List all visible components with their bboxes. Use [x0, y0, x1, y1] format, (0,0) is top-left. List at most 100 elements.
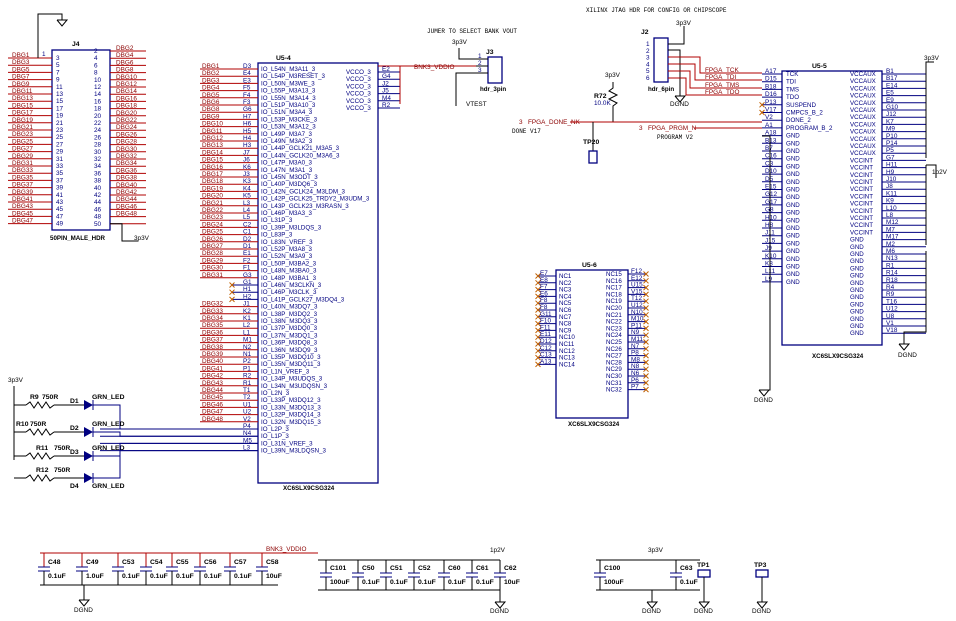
no-connect-mark: [643, 318, 649, 325]
u54-pin-ball: J1: [243, 301, 250, 308]
j4-left-net: DBG27: [12, 146, 33, 153]
u54-pin-net: DBG26: [202, 236, 223, 243]
u54-pin-name: IO_L54P_M3RESET_3: [261, 73, 326, 80]
u56-left-name: NC10: [559, 334, 575, 341]
u54-pin-ball: T1: [243, 387, 251, 394]
u54-pin-net: DBG40: [202, 358, 223, 365]
tdi-wire: [668, 63, 762, 81]
u56-left-ball: F8: [540, 297, 548, 304]
no-connect-mark: [643, 332, 649, 339]
u54-pin-net: DBG19: [202, 185, 223, 192]
u56-left-ball: C13: [540, 352, 552, 359]
u56-left-name: NC1: [559, 273, 572, 280]
u54-pin-ball: H7: [243, 113, 252, 120]
cap-value: 10uF: [266, 573, 282, 580]
u56-right-ball: P8: [631, 350, 639, 357]
u55-left-name: GND: [786, 148, 800, 155]
gnd-symbol: [494, 601, 507, 609]
jtag-header-note: XILINX JTAG HDR FOR CONFIG OR CHIPSCOPE: [586, 7, 727, 14]
u54-pin-ball: F5: [243, 85, 251, 92]
done-label: FPGA_DONE_NK: [528, 119, 581, 126]
u54-pin-ball: N4: [243, 430, 252, 437]
u54-pin-ball: E3: [243, 77, 251, 84]
led-to-fpga-wire: [93, 442, 258, 457]
u54-pin-net: DBG5: [202, 92, 220, 99]
tp3-body: [755, 569, 769, 578]
j4-left-pin: 31: [56, 156, 64, 163]
no-connect-mark: [643, 305, 649, 311]
u55-left-name: GND: [786, 225, 800, 232]
j3-3p3v: 3p3V: [452, 39, 468, 46]
u54-pin-ball: L1: [243, 329, 251, 336]
u54-pin-name: IO_L40N_M3DQ7_3: [261, 304, 318, 311]
no-connect-mark: [535, 273, 541, 279]
j4-left-net: DBG19: [12, 117, 33, 124]
no-connect-mark: [535, 361, 541, 368]
u55-left-ball: A18: [765, 130, 777, 137]
j4-right-pin: 28: [94, 142, 102, 149]
u55-left-ball: G12: [765, 191, 778, 198]
u56-left-ball: A13: [540, 358, 552, 365]
u55-right-ball: R1: [886, 262, 895, 269]
u55-right-name: VCCAUX: [850, 85, 876, 92]
u55-right-name: VCCAUX: [850, 100, 876, 107]
u55-right-name: VCCINT: [850, 165, 873, 172]
u54-pin-name: IO_L50N_M3WE_3: [261, 80, 315, 87]
led-diode-icon: [84, 427, 93, 437]
j4-right-net: DBG20: [116, 110, 137, 117]
u55-left-name: GND: [786, 271, 800, 278]
u55-left-name: GND: [786, 264, 800, 271]
u55-left-name: GND: [786, 210, 800, 217]
j4-gnd-wire: [37, 13, 63, 58]
cap-ref: C56: [204, 559, 217, 566]
u55-right-ball: J10: [886, 176, 897, 183]
j4-left-net: DBG5: [12, 66, 30, 73]
u54-pin-net: DBG28: [202, 250, 223, 257]
no-connect-mark: [643, 291, 649, 298]
j4-left-net: DBG1: [12, 52, 30, 59]
u55-right-name: VCCAUX: [850, 71, 876, 78]
u56-right-ball: E12: [631, 275, 643, 282]
led-value: GRN_LED: [92, 445, 125, 452]
u54-pin-ball: H2: [243, 293, 252, 300]
u54-pin-ball: H4: [243, 135, 252, 142]
u55-left-ball: V2: [765, 114, 773, 121]
j4-right-pin: 16: [94, 98, 102, 105]
u55-left-name: GND: [786, 187, 800, 194]
cap-ref: C61: [476, 565, 489, 572]
j4-left-pin: 47: [56, 213, 64, 220]
j4-left-pin: 11: [56, 84, 63, 91]
u56-right-ball: F12: [631, 268, 642, 275]
led-value: GRN_LED: [92, 483, 125, 490]
j4-left-net: DBG23: [12, 131, 33, 138]
u55-left-ball: B7: [765, 145, 773, 152]
no-connect-mark: [643, 379, 649, 386]
u54-pin-name: IO_L32N_M3DQ15_3: [261, 419, 321, 426]
no-connect-mark: [643, 366, 649, 373]
u54-pin-net: DBG17: [202, 171, 223, 178]
j4-left-pin: 3: [56, 55, 60, 62]
gnd-symbol: [758, 389, 771, 397]
u55-left-name: GND: [786, 240, 800, 247]
no-connect-mark: [643, 386, 649, 393]
j3-pin-num: 2: [478, 60, 482, 67]
j4-left-pin: 9: [56, 77, 60, 84]
u56-left-name: NC12: [559, 348, 575, 355]
u54-pin-name: IO_L31P_3: [261, 217, 293, 224]
j2-vcc-wire: [668, 26, 685, 45]
u56-right-ball: M8: [631, 356, 640, 363]
u55-gnd-label: DGND: [754, 397, 773, 404]
u54-pin-name: IO_L49N_M3A2_3: [261, 138, 313, 145]
u54-pin-net: DBG35: [202, 322, 223, 329]
u56-right-name: NC31: [606, 380, 622, 387]
no-connect-mark: [535, 354, 541, 361]
u54-pin-net: DBG25: [202, 229, 223, 236]
cap-value: 10uF: [504, 579, 520, 586]
u54-pin-name: IO_L37N_M3DQ1_3: [261, 332, 318, 339]
j4-left-net: DBG7: [12, 74, 30, 81]
